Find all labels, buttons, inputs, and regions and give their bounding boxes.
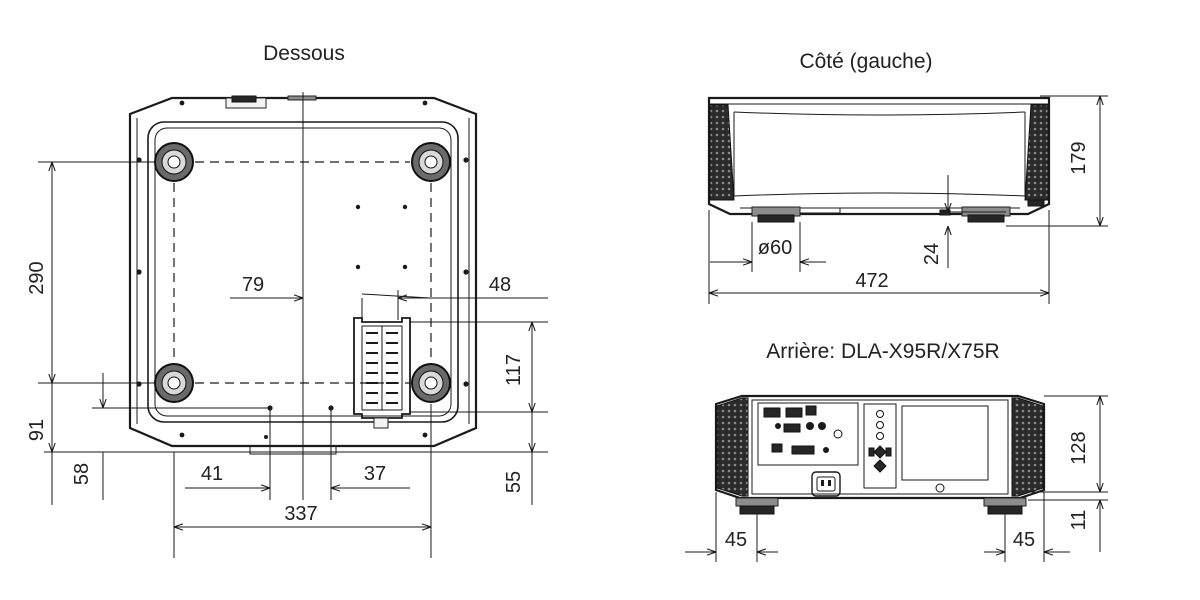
rear-feet: [735, 497, 1027, 515]
dim-79: 79: [230, 274, 431, 318]
dim-55-label: 55: [503, 471, 525, 493]
dim-472-label: 472: [855, 270, 888, 292]
bottom-view: Dessous: [26, 42, 548, 558]
dim-37-label: 37: [364, 463, 386, 485]
dim-phi60-label: ø60: [758, 237, 792, 259]
dim-11: 11: [1028, 499, 1108, 552]
dim-58: 58: [52, 383, 93, 505]
dim-11-label: 11: [1068, 510, 1090, 531]
dim-45-right-label: 45: [1013, 529, 1035, 551]
rear-view: Arrière: DLA-X95R/X75R: [685, 340, 1108, 562]
dim-179: 179: [1006, 95, 1108, 227]
rear-body: [714, 394, 1046, 500]
dim-37: 37: [330, 410, 410, 500]
side-view: Côté (gauche) 179: [707, 50, 1108, 304]
dim-45-left-label: 45: [725, 529, 747, 551]
dim-79-label: 79: [242, 274, 264, 296]
dim-24-label: 24: [921, 243, 943, 265]
bottom-feet: [154, 142, 451, 403]
dim-91: 91: [26, 373, 476, 500]
dim-472: 472: [708, 210, 1050, 304]
dim-58-label: 58: [71, 463, 93, 485]
dim-45-right: 45: [984, 492, 1070, 562]
dim-179-label: 179: [1068, 141, 1090, 174]
rear-grille-left: [716, 397, 749, 497]
side-view-title: Côté (gauche): [799, 50, 932, 73]
bottom-vent-slot: [353, 317, 411, 429]
bottom-view-title: Dessous: [263, 42, 345, 65]
dim-45-left: 45: [685, 492, 778, 562]
rear-grille-right: [1011, 397, 1044, 497]
dim-91-label: 91: [26, 419, 48, 441]
side-grille-rear: [1024, 104, 1049, 201]
dim-128-label: 128: [1068, 431, 1090, 464]
rear-terminal-panel: [757, 402, 859, 466]
dim-24: 24: [921, 175, 1006, 268]
side-body: [707, 96, 1051, 216]
dim-41-label: 41: [201, 463, 223, 485]
dim-48-label: 48: [489, 274, 511, 296]
dim-41: 41: [173, 410, 271, 558]
dim-290: 290: [26, 161, 155, 384]
rear-cover-panel: [901, 405, 989, 481]
side-grille-front: [709, 104, 735, 201]
dim-48: 48: [397, 274, 548, 320]
dim-117-label: 117: [503, 354, 525, 386]
rear-view-title: Arrière: DLA-X95R/X75R: [766, 340, 999, 363]
dim-117: 117: [410, 321, 548, 413]
dim-290-label: 290: [26, 261, 48, 294]
dim-55: 55: [476, 412, 548, 505]
dim-337: 337: [174, 404, 432, 558]
dim-337-label: 337: [284, 503, 317, 525]
rear-power-inlet: [811, 471, 841, 497]
dim-128: 128: [1028, 395, 1108, 493]
dim-phi60: ø60: [710, 222, 826, 272]
rear-control-keys: [863, 403, 897, 489]
